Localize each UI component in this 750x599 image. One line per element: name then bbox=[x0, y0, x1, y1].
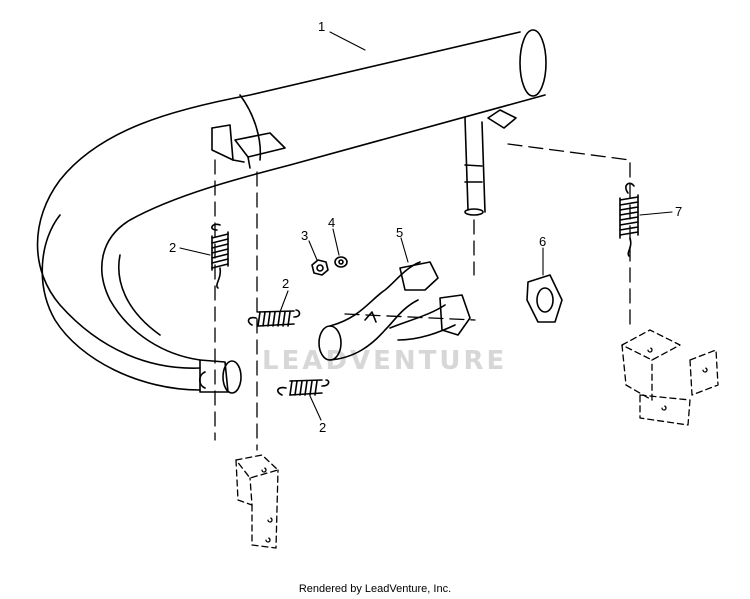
callout-4: 4 bbox=[328, 215, 336, 230]
callout-6: 6 bbox=[539, 234, 547, 249]
callout-leaders bbox=[179, 31, 673, 421]
muffler-bracket-left bbox=[211, 124, 286, 169]
callout-2: 2 bbox=[169, 240, 177, 255]
spring-7 bbox=[619, 182, 639, 257]
spring-2-vertical bbox=[211, 223, 229, 289]
watermark: LEADVENTURE bbox=[262, 346, 508, 376]
callout-3: 3 bbox=[301, 228, 309, 243]
muffler-bracket-right bbox=[464, 109, 517, 216]
callout-7: 7 bbox=[675, 204, 683, 219]
spring-2-horizontal-lower bbox=[277, 379, 330, 396]
gasket-6 bbox=[526, 274, 563, 323]
frame-bracket-left bbox=[235, 454, 279, 549]
muffler bbox=[36, 29, 547, 394]
callout-1: 1 bbox=[318, 19, 326, 34]
callout-2: 2 bbox=[319, 420, 327, 435]
alignment-lines bbox=[214, 143, 631, 451]
frame-bracket-right bbox=[621, 329, 719, 426]
spring-2-horizontal-upper bbox=[247, 309, 301, 327]
washer-4 bbox=[334, 256, 348, 268]
y-pipe-5 bbox=[318, 261, 471, 361]
callout-2: 2 bbox=[282, 276, 290, 291]
callout-5: 5 bbox=[396, 225, 404, 240]
render-credit: Rendered by LeadVenture, Inc. bbox=[298, 583, 452, 595]
nut-3 bbox=[311, 259, 329, 276]
